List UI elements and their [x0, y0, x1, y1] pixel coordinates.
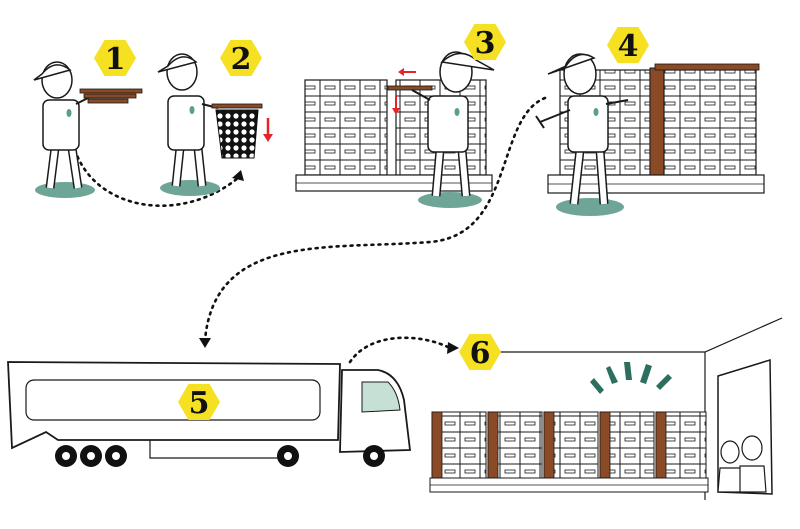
pallet-stack-right: [663, 69, 757, 176]
applause-icon: [590, 362, 672, 394]
step-6-warehouse: [429, 317, 783, 500]
truck-windshield: [361, 381, 401, 413]
down-arrow-icon: [392, 96, 400, 115]
step-badge-4: 4: [607, 27, 649, 64]
step-number: 3: [475, 26, 496, 61]
cardboard-sheet-icon: [79, 88, 143, 104]
ground-shadow: [556, 198, 624, 216]
step-2-worker-bubble-wrap: [157, 53, 273, 196]
step-5-truck: [7, 361, 412, 467]
delivered-pallets: [429, 411, 709, 493]
pallet-stack-left: [304, 79, 388, 176]
thumbs-up-icon: [535, 109, 571, 129]
ground-shadow: [35, 182, 95, 198]
ground-shadow: [418, 192, 482, 208]
step-number: 2: [231, 42, 252, 77]
step-number: 5: [189, 386, 210, 421]
people-in-doorway: [717, 435, 767, 493]
ground-shadow: [160, 180, 220, 196]
cardboard-corner-edge: [649, 67, 665, 177]
step-4-finished-pallets: [535, 53, 765, 216]
arrowhead-5-to-6: [447, 342, 459, 354]
step-3-pallets-cardboard: [295, 51, 495, 208]
left-arrow-icon: [398, 68, 416, 76]
flow-arrows: [73, 96, 547, 364]
step-badge-5: 5: [178, 384, 220, 421]
flow-arrow-4-to-5: [203, 96, 547, 342]
step-badge-6: 6: [459, 334, 501, 371]
step-number: 1: [105, 42, 126, 77]
arrowhead-1-to-2: [232, 170, 244, 181]
step-1-worker-cardboard: [33, 61, 143, 198]
step-number: 4: [618, 29, 639, 64]
bubble-wrap-icon: [215, 109, 259, 159]
flow-arrowheads: [199, 170, 459, 354]
step-badge-2: 2: [220, 40, 262, 77]
step-number: 6: [470, 336, 491, 371]
step-badge-3: 3: [464, 24, 506, 61]
down-arrow-icon: [263, 118, 273, 142]
truck-wheels: [55, 445, 385, 467]
step-badge-1: 1: [94, 40, 136, 77]
flow-arrow-1-to-2: [73, 148, 240, 208]
arrowhead-4-to-5: [199, 338, 211, 348]
flow-arrow-5-to-6: [348, 336, 452, 364]
truck-trailer: [7, 361, 341, 450]
